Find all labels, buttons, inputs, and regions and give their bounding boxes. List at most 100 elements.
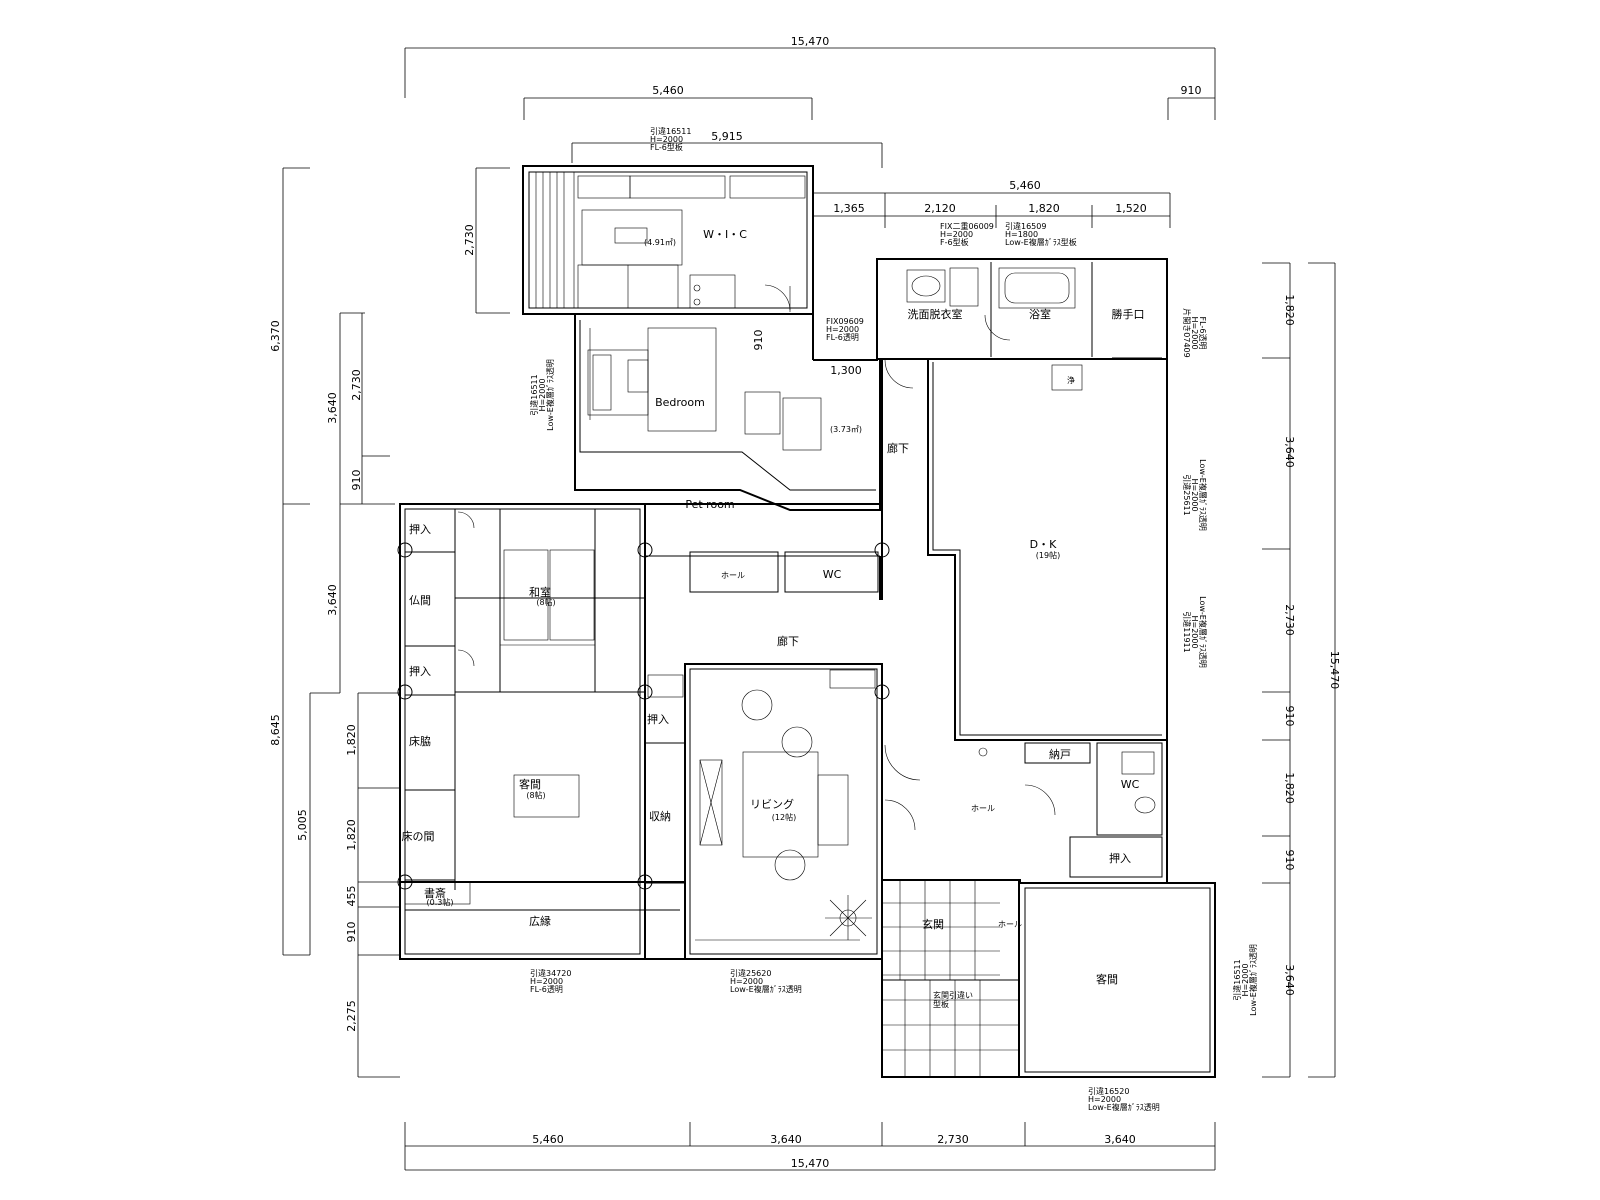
dim-hall-w: 1,300 [830, 364, 862, 377]
dim-ur-total: 5,460 [1009, 179, 1041, 192]
label-sink: 浄 [1067, 375, 1075, 385]
note-right-win-2: H=2000 [1241, 963, 1250, 996]
note-fix2-3: FL-6透明 [826, 333, 859, 342]
label-oshiire2: 押入 [409, 664, 431, 678]
dim-left-in-5: 455 [345, 886, 358, 907]
dim-top-left: 5,460 [652, 84, 684, 97]
label-dk: D・K [1030, 538, 1057, 551]
label-hall-upper: ホール [721, 571, 745, 580]
dim-right-3: 2,730 [1283, 604, 1296, 636]
note-bed-win-2: H=2000 [538, 378, 547, 411]
label-living-size: (12帖) [772, 812, 796, 822]
dim-bottom-1: 5,460 [532, 1133, 564, 1146]
label-wic: W・I・C [703, 228, 747, 241]
label-washitsu-size: (8帖) [536, 597, 555, 607]
note-bath-win-2: H=1800 [1005, 230, 1038, 239]
label-bedroom: Bedroom [655, 396, 705, 409]
note-bot-win1-2: H=2000 [530, 977, 563, 986]
note-fix2-1: FIX09609 [826, 317, 864, 326]
label-shosai: 書斎 [424, 886, 446, 900]
washitsu-details [397, 511, 890, 905]
note-dk-win2-1: 引違11911 [1182, 611, 1192, 652]
dim-left-in-4: 1,820 [345, 819, 358, 851]
note-bot-win2-2: H=2000 [730, 977, 763, 986]
dim-right-4: 910 [1283, 706, 1296, 727]
walls [399, 165, 1216, 1078]
label-living: リビング [750, 797, 794, 811]
dim-wc-gap: 910 [752, 330, 765, 351]
dim-left-mid-3: 5,005 [296, 809, 309, 841]
note-bot-win3-1: 引違16520 [1088, 1086, 1129, 1096]
label-hall-small: ホール [998, 920, 1022, 929]
dim-wic-h: 2,730 [463, 224, 476, 256]
dim-ur-4: 1,520 [1115, 202, 1147, 215]
note-dk-win1-1: 引違25611 [1182, 474, 1192, 515]
note-genkan-door-1: 玄関引違い [933, 990, 973, 1000]
note-fix1-1: FIX二重06009 [940, 221, 994, 231]
note-bot-win3-2: H=2000 [1088, 1095, 1121, 1104]
living-furniture [695, 669, 876, 941]
note-dk-win1-3: Low-E複層ｶﾞﾗｽ透明 [1198, 459, 1208, 531]
note-bed-win-3: Low-E複層ｶﾞﾗｽ透明 [545, 359, 555, 431]
note-bed-win-1: 引違16511 [529, 374, 539, 415]
room-labels: W・I・C (4.91㎡) Bedroom (3.73㎡) Pet room 洗… [402, 228, 1145, 986]
label-pet-room: Pet room [685, 498, 734, 511]
dim-ur-1: 1,365 [833, 202, 865, 215]
label-dk-size: (19帖) [1036, 550, 1060, 560]
note-bath-win-3: Low-E複層ｶﾞﾗｽ型板 [1005, 237, 1077, 247]
dim-left-in-6: 910 [345, 922, 358, 943]
note-kat-win-1: 片開き07409 [1182, 308, 1192, 357]
dim-right-1: 1,820 [1283, 294, 1296, 326]
label-rouka1: 廊下 [887, 441, 909, 455]
note-right-win-1: 引違16511 [1232, 959, 1242, 1000]
bedroom-furniture [587, 327, 822, 451]
dim-top-overall: 15,470 [791, 35, 830, 48]
label-hiroen: 広縁 [529, 914, 551, 928]
dim-left-in-1: 2,730 [350, 369, 363, 401]
dim-left-outer-1: 6,370 [269, 320, 282, 352]
label-washitsu: 和室 [529, 585, 551, 599]
label-wic-area: (4.91㎡) [644, 238, 676, 247]
label-oshiire4: 押入 [1109, 851, 1131, 865]
label-wc-lower: WC [1121, 778, 1140, 791]
wic-details [528, 171, 806, 312]
dim-right-5: 1,820 [1283, 772, 1296, 804]
label-genkan: 玄関 [922, 917, 944, 931]
label-kyakuma-size: (8帖) [526, 790, 545, 800]
note-kat-win-3: FL-6透明 [1198, 317, 1207, 350]
label-shuno: 収納 [649, 810, 671, 823]
note-dk-win2-3: Low-E複層ｶﾞﾗｽ透明 [1198, 596, 1208, 668]
dim-top-wic: 5,915 [711, 130, 743, 143]
dim-bottom-4: 3,640 [1104, 1133, 1136, 1146]
label-wc-upper: WC [823, 568, 842, 581]
dim-left-mid-2: 3,640 [326, 584, 339, 616]
label-tokonoma: 床の間 [402, 829, 435, 843]
note-genkan-door-2: 型板 [933, 999, 949, 1009]
note-fix2-2: H=2000 [826, 325, 859, 334]
label-kyakuma2: 客間 [1096, 972, 1118, 986]
note-bot-win2-3: Low-E複層ｶﾞﾗｽ透明 [730, 984, 802, 994]
label-sento: 洗面脱衣室 [908, 307, 963, 321]
label-butsuma: 仏間 [409, 594, 431, 607]
label-shosai-size: (0.3帖) [427, 897, 454, 907]
dim-left-in-7: 2,275 [345, 1000, 358, 1032]
dim-right-7: 3,640 [1283, 964, 1296, 996]
bath-fixtures [884, 267, 1083, 391]
dim-right-outer: 15,470 [1328, 651, 1341, 690]
dim-right-2: 3,640 [1283, 436, 1296, 468]
note-bot-win1-3: FL-6透明 [530, 985, 563, 994]
note-top-window-2: H=2000 [650, 135, 683, 144]
note-bot-win3-3: Low-E複層ｶﾞﾗｽ透明 [1088, 1102, 1160, 1112]
dim-ur-2: 2,120 [924, 202, 956, 215]
note-dk-win1-2: H=2000 [1190, 478, 1199, 511]
hall-details [882, 744, 1156, 1077]
label-oshiire1: 押入 [409, 522, 431, 536]
dim-left-in-3: 1,820 [345, 724, 358, 756]
label-hall-lower: ホール [971, 804, 995, 813]
label-tokowaki: 床脇 [409, 734, 431, 748]
note-bot-win1-1: 引違34720 [530, 968, 571, 978]
label-rouka2: 廊下 [777, 634, 799, 648]
note-top-window-3: FL-6型板 [650, 142, 683, 152]
fixture-notes: 引違16511 H=2000 FL-6型板 FIX二重06009 H=2000 … [529, 126, 1258, 1112]
dim-bottom-overall: 15,470 [791, 1157, 830, 1170]
